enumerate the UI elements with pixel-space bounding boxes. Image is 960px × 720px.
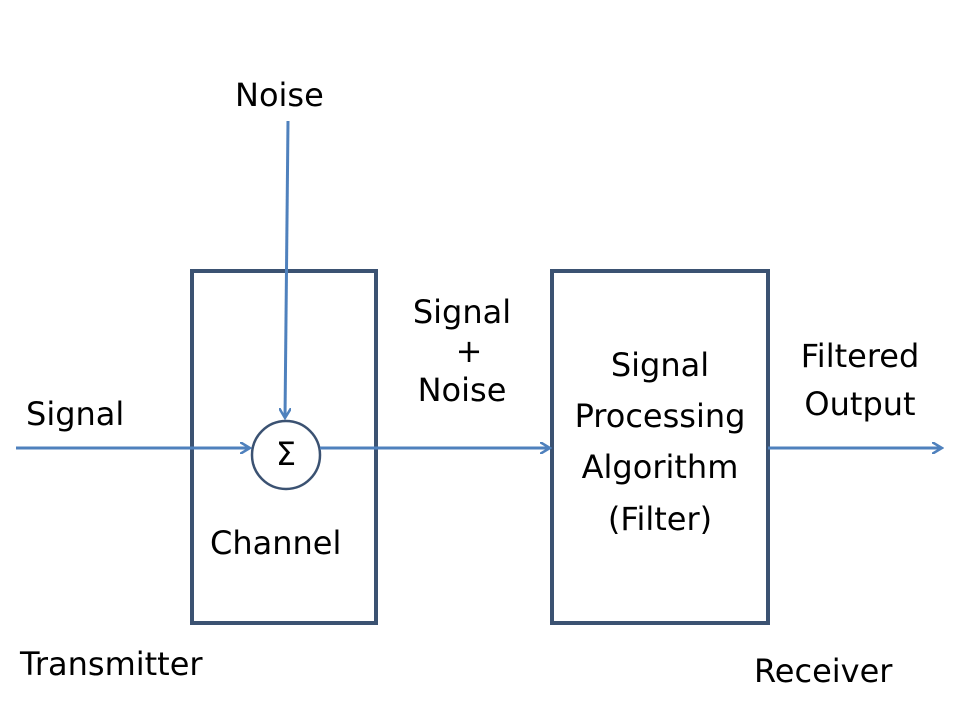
transmitter-label: Transmitter xyxy=(20,645,203,683)
filter-label-line-1: Signal xyxy=(610,346,710,384)
filtered-output-line-2: Output xyxy=(804,385,916,423)
signal-plus-noise-line-3: Noise xyxy=(417,371,507,410)
sigma-symbol: Σ xyxy=(275,435,297,473)
signal-plus-noise-line-1: Signal xyxy=(412,293,512,331)
signal-input-label: Signal xyxy=(26,395,125,433)
filtered-output-line-1: Filtered xyxy=(800,337,920,375)
filter-label: Signal Processing Algorithm (Filter) xyxy=(560,340,760,545)
receiver-label: Receiver xyxy=(754,652,893,690)
channel-label: Channel xyxy=(210,524,342,562)
signal-plus-noise-label: Signal + Noise xyxy=(400,293,524,410)
filter-label-line-4: (Filter) xyxy=(607,499,713,538)
filtered-output-label: Filtered Output xyxy=(786,332,934,428)
filter-label-line-2: Processing xyxy=(574,397,746,436)
noise-arrow xyxy=(285,120,288,418)
filter-label-line-3: Algorithm xyxy=(581,448,739,487)
signal-plus-noise-line-2: + xyxy=(455,332,483,371)
noise-label: Noise xyxy=(235,76,324,114)
summing-junction xyxy=(250,419,322,491)
